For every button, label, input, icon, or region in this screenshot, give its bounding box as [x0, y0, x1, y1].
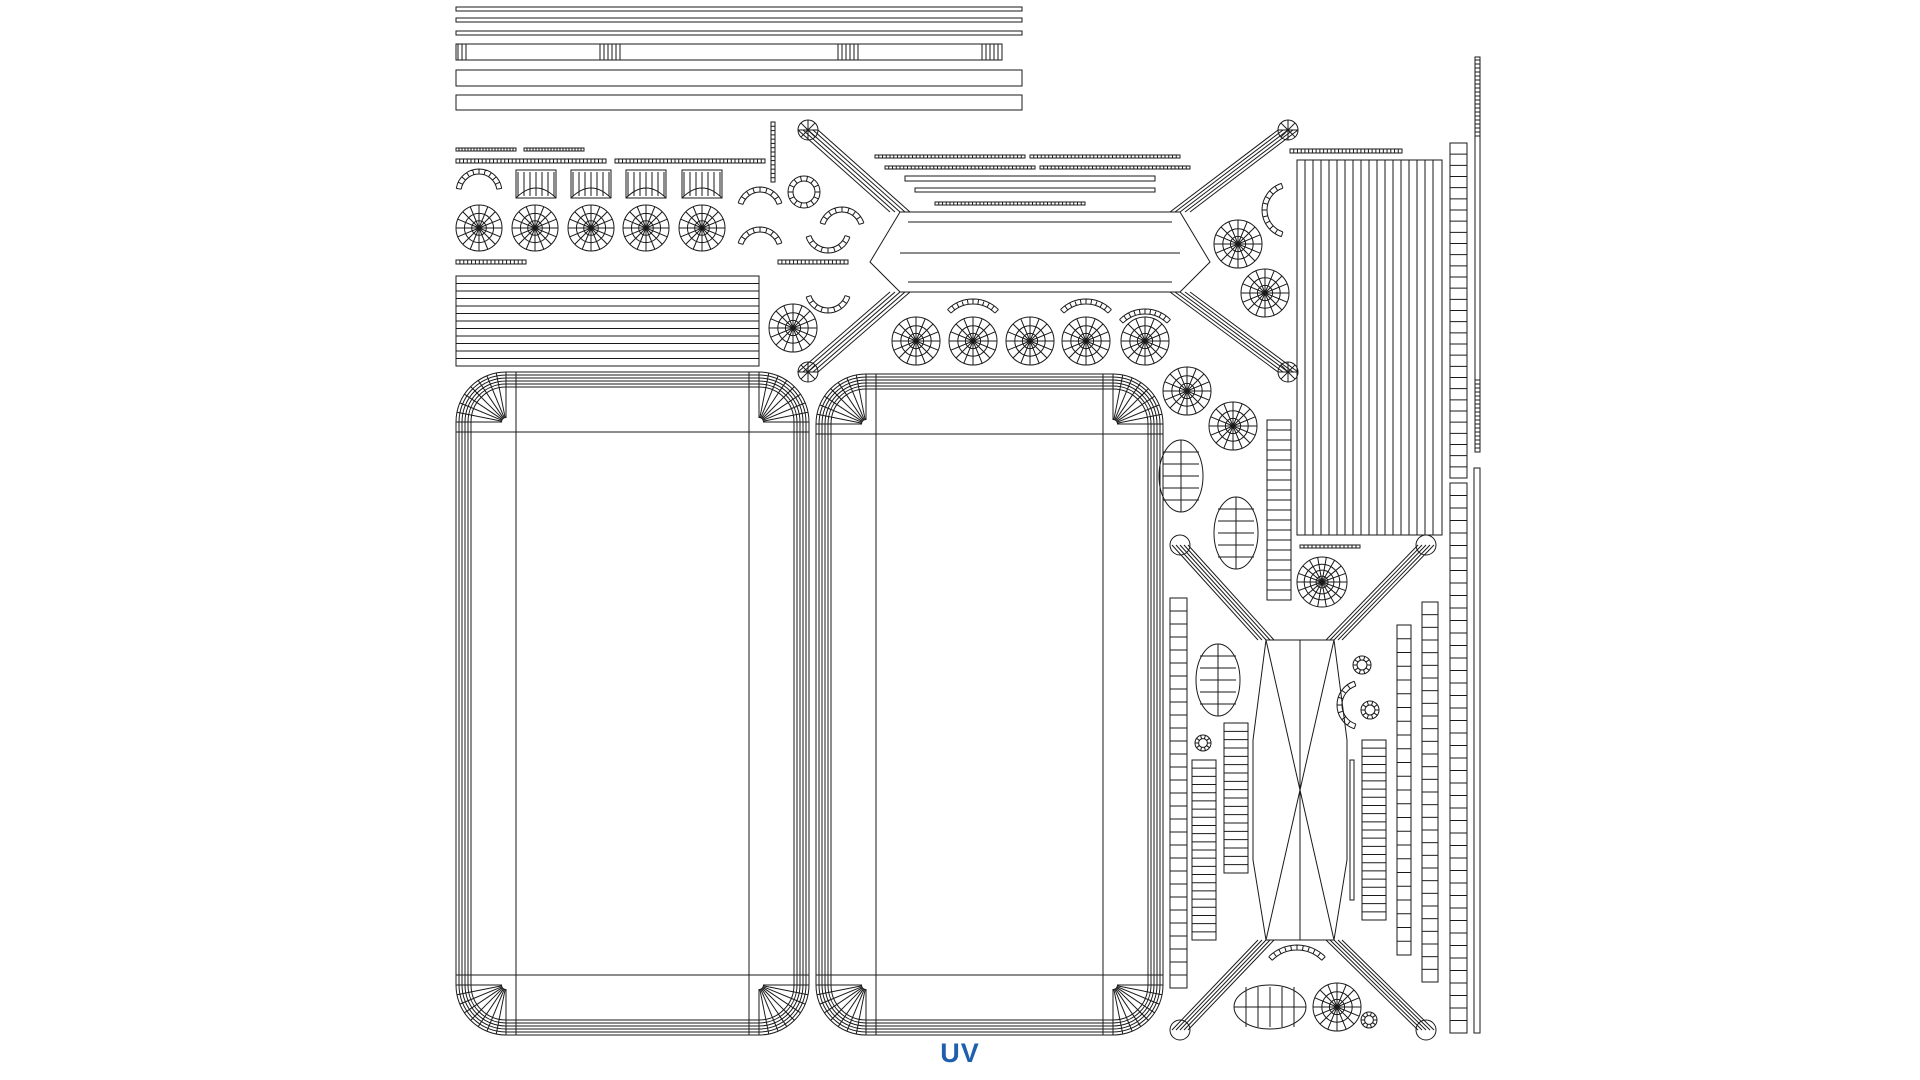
tray-left [456, 372, 809, 1035]
cap-and-disc-row [456, 169, 864, 313]
right-plank-panel [1267, 149, 1442, 607]
x-frame-bottom [1170, 535, 1436, 1040]
top-rails [456, 7, 1022, 110]
bottom-right-pieces [1159, 440, 1438, 1031]
uv-caption-label: UV [940, 1038, 980, 1068]
tray-middle [816, 374, 1163, 1035]
x-frame-top [798, 120, 1298, 382]
small-strip-row [456, 122, 848, 264]
far-right-strips [1450, 57, 1480, 1033]
plank-stack [456, 276, 817, 366]
disc-row-middle [892, 183, 1289, 450]
